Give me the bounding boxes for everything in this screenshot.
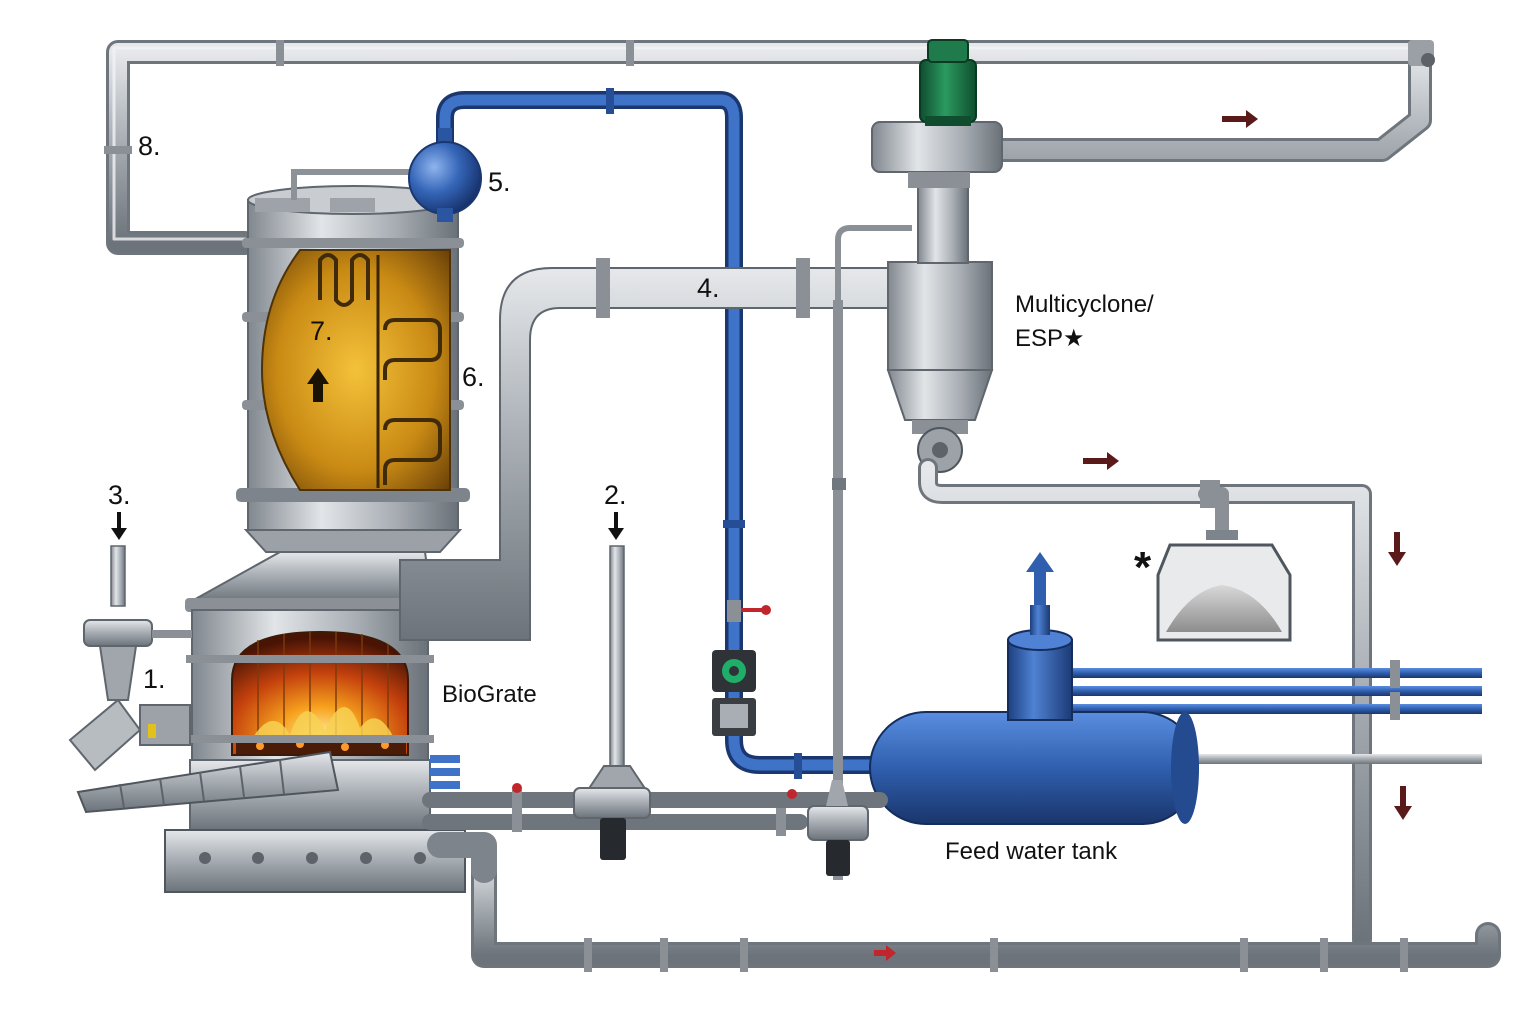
label-1: 1. (143, 664, 166, 694)
blue-header-pipes (1060, 660, 1482, 764)
multicyclone (832, 184, 994, 880)
induced-draft-fan (871, 39, 1003, 188)
down-arrow-icon (608, 512, 624, 540)
label-2: 2. (604, 480, 627, 510)
up-arrow-icon (307, 368, 329, 402)
valve-handles (512, 783, 797, 799)
label-multicyclone: Multicyclone/ (1015, 291, 1154, 318)
fuel-screw-feeder (68, 698, 340, 814)
down-arrow-icon (1394, 786, 1412, 820)
right-arrow-icon (1083, 452, 1119, 470)
boiler-cutaway (260, 249, 451, 491)
steam-pipe-flanges (606, 88, 802, 779)
furnace-hood (185, 551, 435, 612)
right-arrow-icon (1222, 110, 1258, 128)
flue-gas-duct (399, 258, 891, 641)
furnace-body (186, 609, 434, 761)
label-feed-water-tank: Feed water tank (945, 838, 1118, 865)
steam-pipe (436, 91, 889, 774)
air-inlet-fan (573, 545, 651, 860)
label-4: 4. (697, 273, 720, 303)
right-arrow-icon (874, 945, 896, 961)
down-arrow-icon (1388, 532, 1406, 566)
pipe-flanges-top (104, 40, 1435, 154)
label-7: 7. (310, 316, 333, 346)
label-6: 6. (462, 362, 485, 392)
label-8: 8. (138, 131, 161, 161)
label-3: 3. (108, 480, 131, 510)
secondary-pump (807, 780, 869, 876)
feed-water-tank (869, 552, 1199, 825)
label-esp: ESP★ (1015, 325, 1085, 352)
label-ash-mark: * (1134, 543, 1152, 592)
ash-pipe (918, 458, 1372, 950)
label-5: 5. (488, 167, 511, 197)
lower-pipe-flanges (512, 790, 1408, 972)
down-arrow-icon (111, 512, 127, 540)
label-biograte: BioGrate (442, 681, 537, 708)
steam-drum (408, 128, 482, 222)
ash-collector (1156, 480, 1292, 642)
fuel-inlet (83, 545, 192, 701)
feed-pump (712, 600, 771, 736)
